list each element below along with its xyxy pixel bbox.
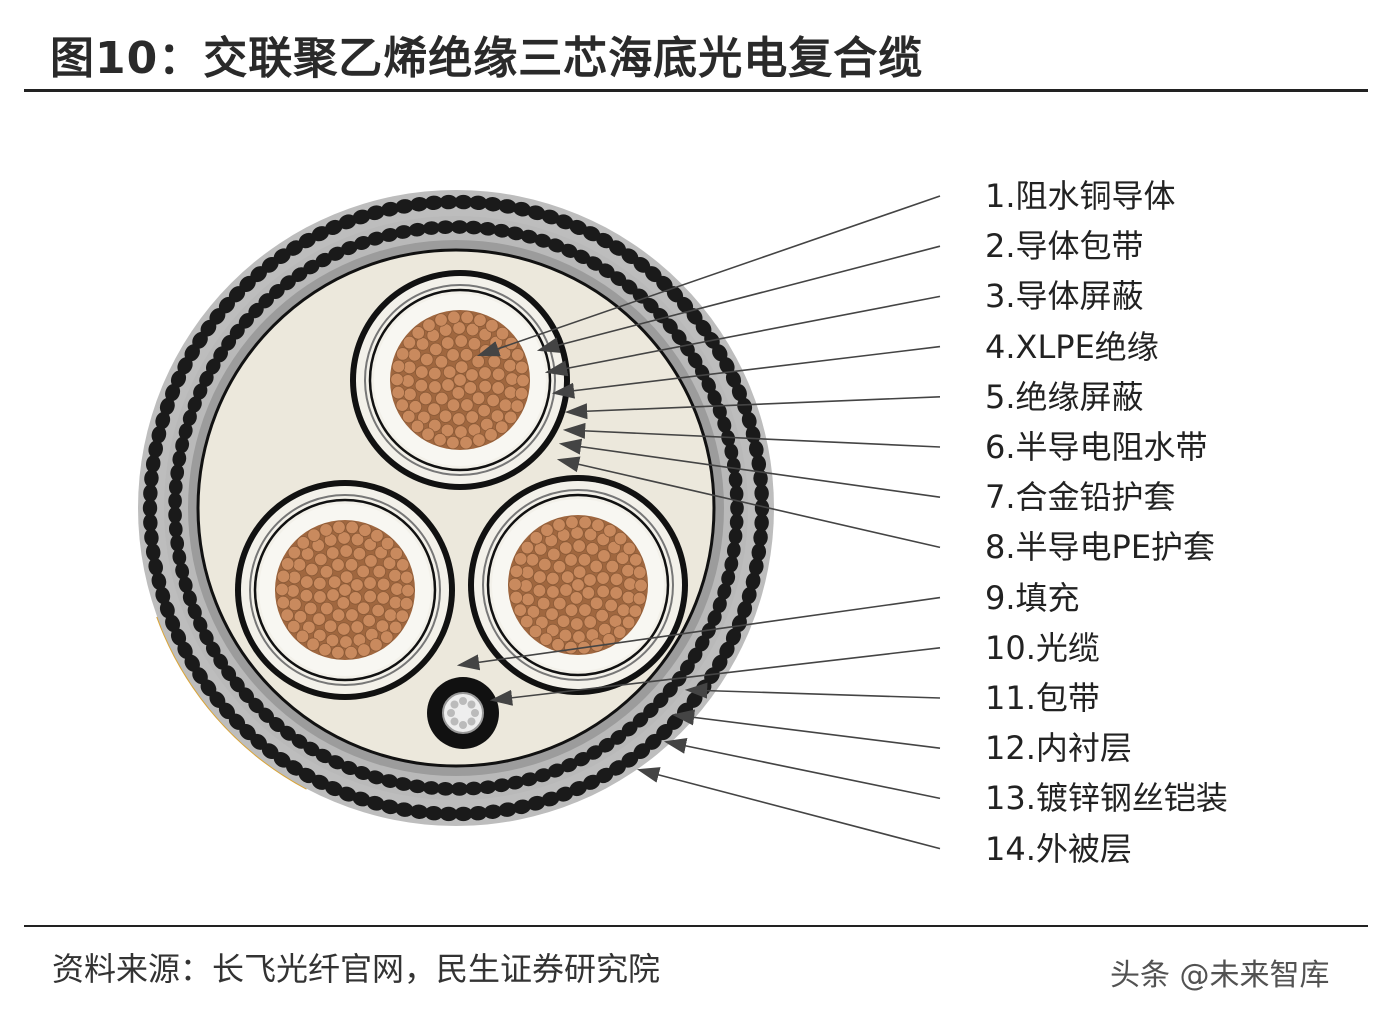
leader-line-8 (556, 456, 941, 549)
label-2: 2.导体包带 (985, 227, 1144, 266)
fiber-optic-unit (427, 677, 499, 749)
label-4: 4.XLPE绝缘 (985, 327, 1159, 366)
label-12: 12.内衬层 (985, 729, 1132, 768)
leader-line-7 (558, 438, 941, 498)
leader-line-5 (564, 396, 941, 420)
leader-line-4 (551, 345, 941, 399)
source-divider (24, 925, 1368, 927)
label-1: 1.阻水铜导体 (985, 177, 1176, 215)
leader-line-6 (562, 422, 941, 448)
source-note: 资料来源：长飞光纤官网，民生证券研究院 (52, 950, 661, 988)
label-7: 7.合金铅护套 (985, 478, 1176, 517)
leader-line-9 (456, 596, 941, 671)
label-11: 11.包带 (985, 679, 1100, 717)
leader-line-10 (489, 647, 941, 706)
leader-line-3 (544, 295, 941, 377)
label-5: 5.绝缘屏蔽 (985, 377, 1144, 416)
label-8: 8.半导电PE护套 (985, 528, 1216, 567)
leader-line-13 (663, 738, 941, 800)
leader-line-14 (636, 767, 941, 850)
leader-line-2 (536, 245, 941, 353)
armor-wires-inner (168, 220, 744, 796)
armor-wires-outer (142, 194, 770, 822)
label-13: 13.镀锌钢丝铠装 (985, 779, 1228, 818)
label-3: 3.导体屏蔽 (985, 277, 1144, 316)
power-core-1 (350, 270, 570, 490)
power-core-2 (235, 480, 455, 700)
leader-line-11 (684, 682, 941, 699)
leader-lines (456, 195, 941, 850)
label-9: 9.填充 (985, 578, 1080, 617)
figure-title: 图10：交联聚乙烯绝缘三芯海底光电复合缆 (50, 33, 924, 84)
label-10: 10.光缆 (985, 628, 1100, 667)
watermark: 头条 @未来智库 (1110, 958, 1330, 993)
label-14: 14.外被层 (985, 829, 1132, 868)
label-6: 6.半导电阻水带 (985, 428, 1208, 466)
leader-line-12 (671, 709, 941, 749)
title-divider (24, 89, 1368, 92)
leader-line-1 (476, 195, 941, 357)
